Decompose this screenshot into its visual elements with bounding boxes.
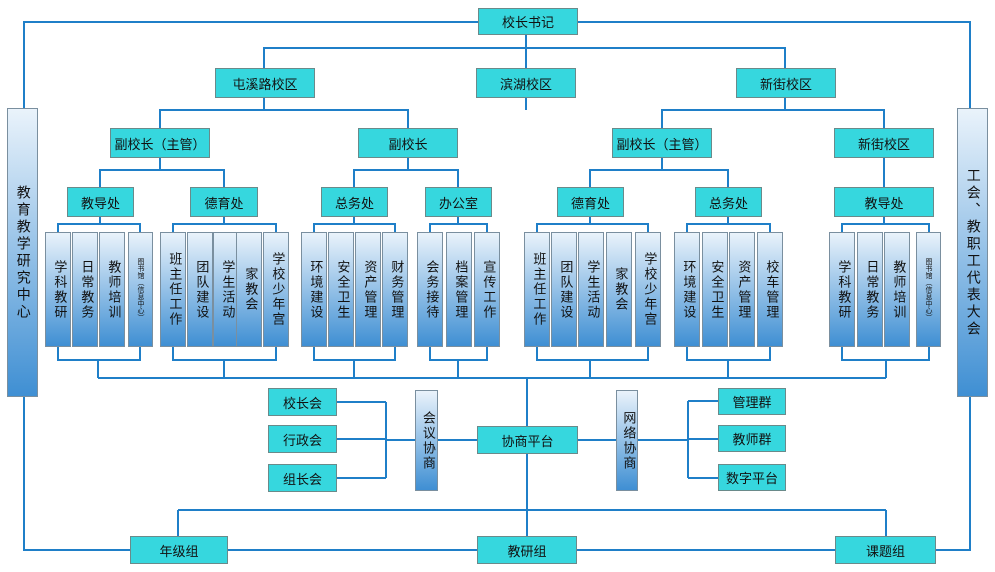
- section-environment-2: 环境建设: [674, 232, 700, 347]
- negotiation-platform: 协商平台: [477, 426, 578, 454]
- section-library: 图书馆（信息中心）: [128, 232, 153, 347]
- union-congress-column: 工会、教职工代表大会: [957, 108, 988, 397]
- grade-group: 年级组: [130, 536, 228, 564]
- section-finance: 财务管理: [382, 232, 408, 347]
- office-general-2: 总务处: [695, 187, 762, 217]
- digital-platform: 数字平台: [718, 464, 786, 491]
- section-daily-affairs-2: 日常教务: [857, 232, 883, 347]
- campus-tunxi: 屯溪路校区: [215, 68, 315, 98]
- office-moral-2: 德育处: [557, 187, 624, 217]
- vice-principal-1: 副校长（主管）: [110, 128, 210, 158]
- research-center-column: 教育教学研究中心: [7, 108, 38, 397]
- office-general-1: 总务处: [321, 187, 388, 217]
- meeting-principal: 校长会: [268, 388, 337, 416]
- network-negotiation-label: 网络协商: [616, 390, 638, 491]
- office-teaching-2: 教导处: [834, 187, 934, 217]
- section-subject-research-2: 学科教研: [829, 232, 855, 347]
- principal-box: 校长书记: [478, 8, 578, 35]
- section-safety-hygiene-2: 安全卫生: [702, 232, 728, 347]
- section-reception: 会务接待: [417, 232, 443, 347]
- section-student-activities-2: 学生活动: [578, 232, 604, 347]
- office-teaching-1: 教导处: [67, 187, 134, 217]
- section-daily-affairs: 日常教务: [72, 232, 98, 347]
- section-publicity: 宣传工作: [474, 232, 500, 347]
- section-library-2: 图书馆（信息中心）: [916, 232, 941, 347]
- section-class-teacher-2: 班主任工作: [524, 232, 550, 347]
- vice-principal-3: 副校长（主管）: [612, 128, 712, 158]
- section-asset-management: 资产管理: [355, 232, 381, 347]
- section-parent-committee-2: 家教会: [606, 232, 632, 347]
- section-subject-research: 学科教研: [45, 232, 71, 347]
- section-student-activities: 学生活动: [213, 232, 239, 347]
- section-class-teacher: 班主任工作: [160, 232, 186, 347]
- vice-principal-2: 副校长: [358, 128, 458, 158]
- campus-xinjie: 新街校区: [736, 68, 836, 98]
- research-group: 教研组: [477, 536, 577, 564]
- section-team-building-2: 团队建设: [551, 232, 577, 347]
- office-moral-1: 德育处: [190, 187, 258, 217]
- section-archives: 档案管理: [446, 232, 472, 347]
- project-group: 课题组: [835, 536, 936, 564]
- section-environment: 环境建设: [301, 232, 327, 347]
- section-teacher-training: 教师培训: [99, 232, 125, 347]
- meeting-admin: 行政会: [268, 425, 337, 453]
- office-admin: 办公室: [425, 187, 492, 217]
- section-youth-palace-2: 学校少年宫: [635, 232, 661, 347]
- section-asset-management-2: 资产管理: [729, 232, 755, 347]
- section-youth-palace: 学校少年宫: [263, 232, 289, 347]
- teacher-group: 教师群: [718, 425, 786, 452]
- section-parent-committee: 家教会: [236, 232, 262, 347]
- section-school-bus: 校车管理: [757, 232, 783, 347]
- section-teacher-training-2: 教师培训: [884, 232, 910, 347]
- campus-binhu: 滨湖校区: [476, 68, 576, 98]
- section-team-building: 团队建设: [187, 232, 213, 347]
- meeting-negotiation-label: 会议协商: [415, 390, 438, 491]
- meeting-group-leaders: 组长会: [268, 464, 337, 492]
- xinjie-campus-head: 新街校区: [834, 128, 934, 158]
- section-safety-hygiene: 安全卫生: [328, 232, 354, 347]
- management-group: 管理群: [718, 388, 786, 415]
